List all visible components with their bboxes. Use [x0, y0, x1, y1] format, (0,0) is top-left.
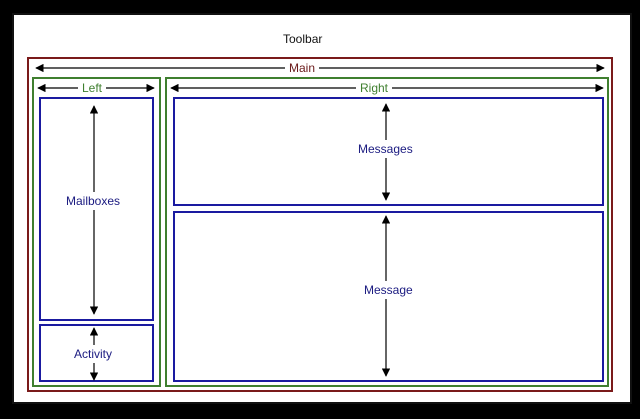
mailboxes-label: Mailboxes — [64, 192, 123, 210]
main-region — [27, 57, 613, 392]
left-panel — [32, 77, 161, 387]
message-label: Message — [362, 281, 415, 299]
right-panel — [165, 77, 609, 387]
right-label: Right — [356, 81, 393, 95]
left-label: Left — [78, 81, 107, 95]
mailboxes-pane — [39, 97, 154, 321]
activity-label: Activity — [72, 345, 115, 363]
toolbar-label: Toolbar — [283, 32, 323, 46]
messages-label: Messages — [356, 140, 415, 158]
main-label: Main — [285, 61, 320, 75]
message-pane — [173, 211, 604, 382]
activity-pane — [39, 324, 154, 382]
messages-pane — [173, 97, 604, 206]
